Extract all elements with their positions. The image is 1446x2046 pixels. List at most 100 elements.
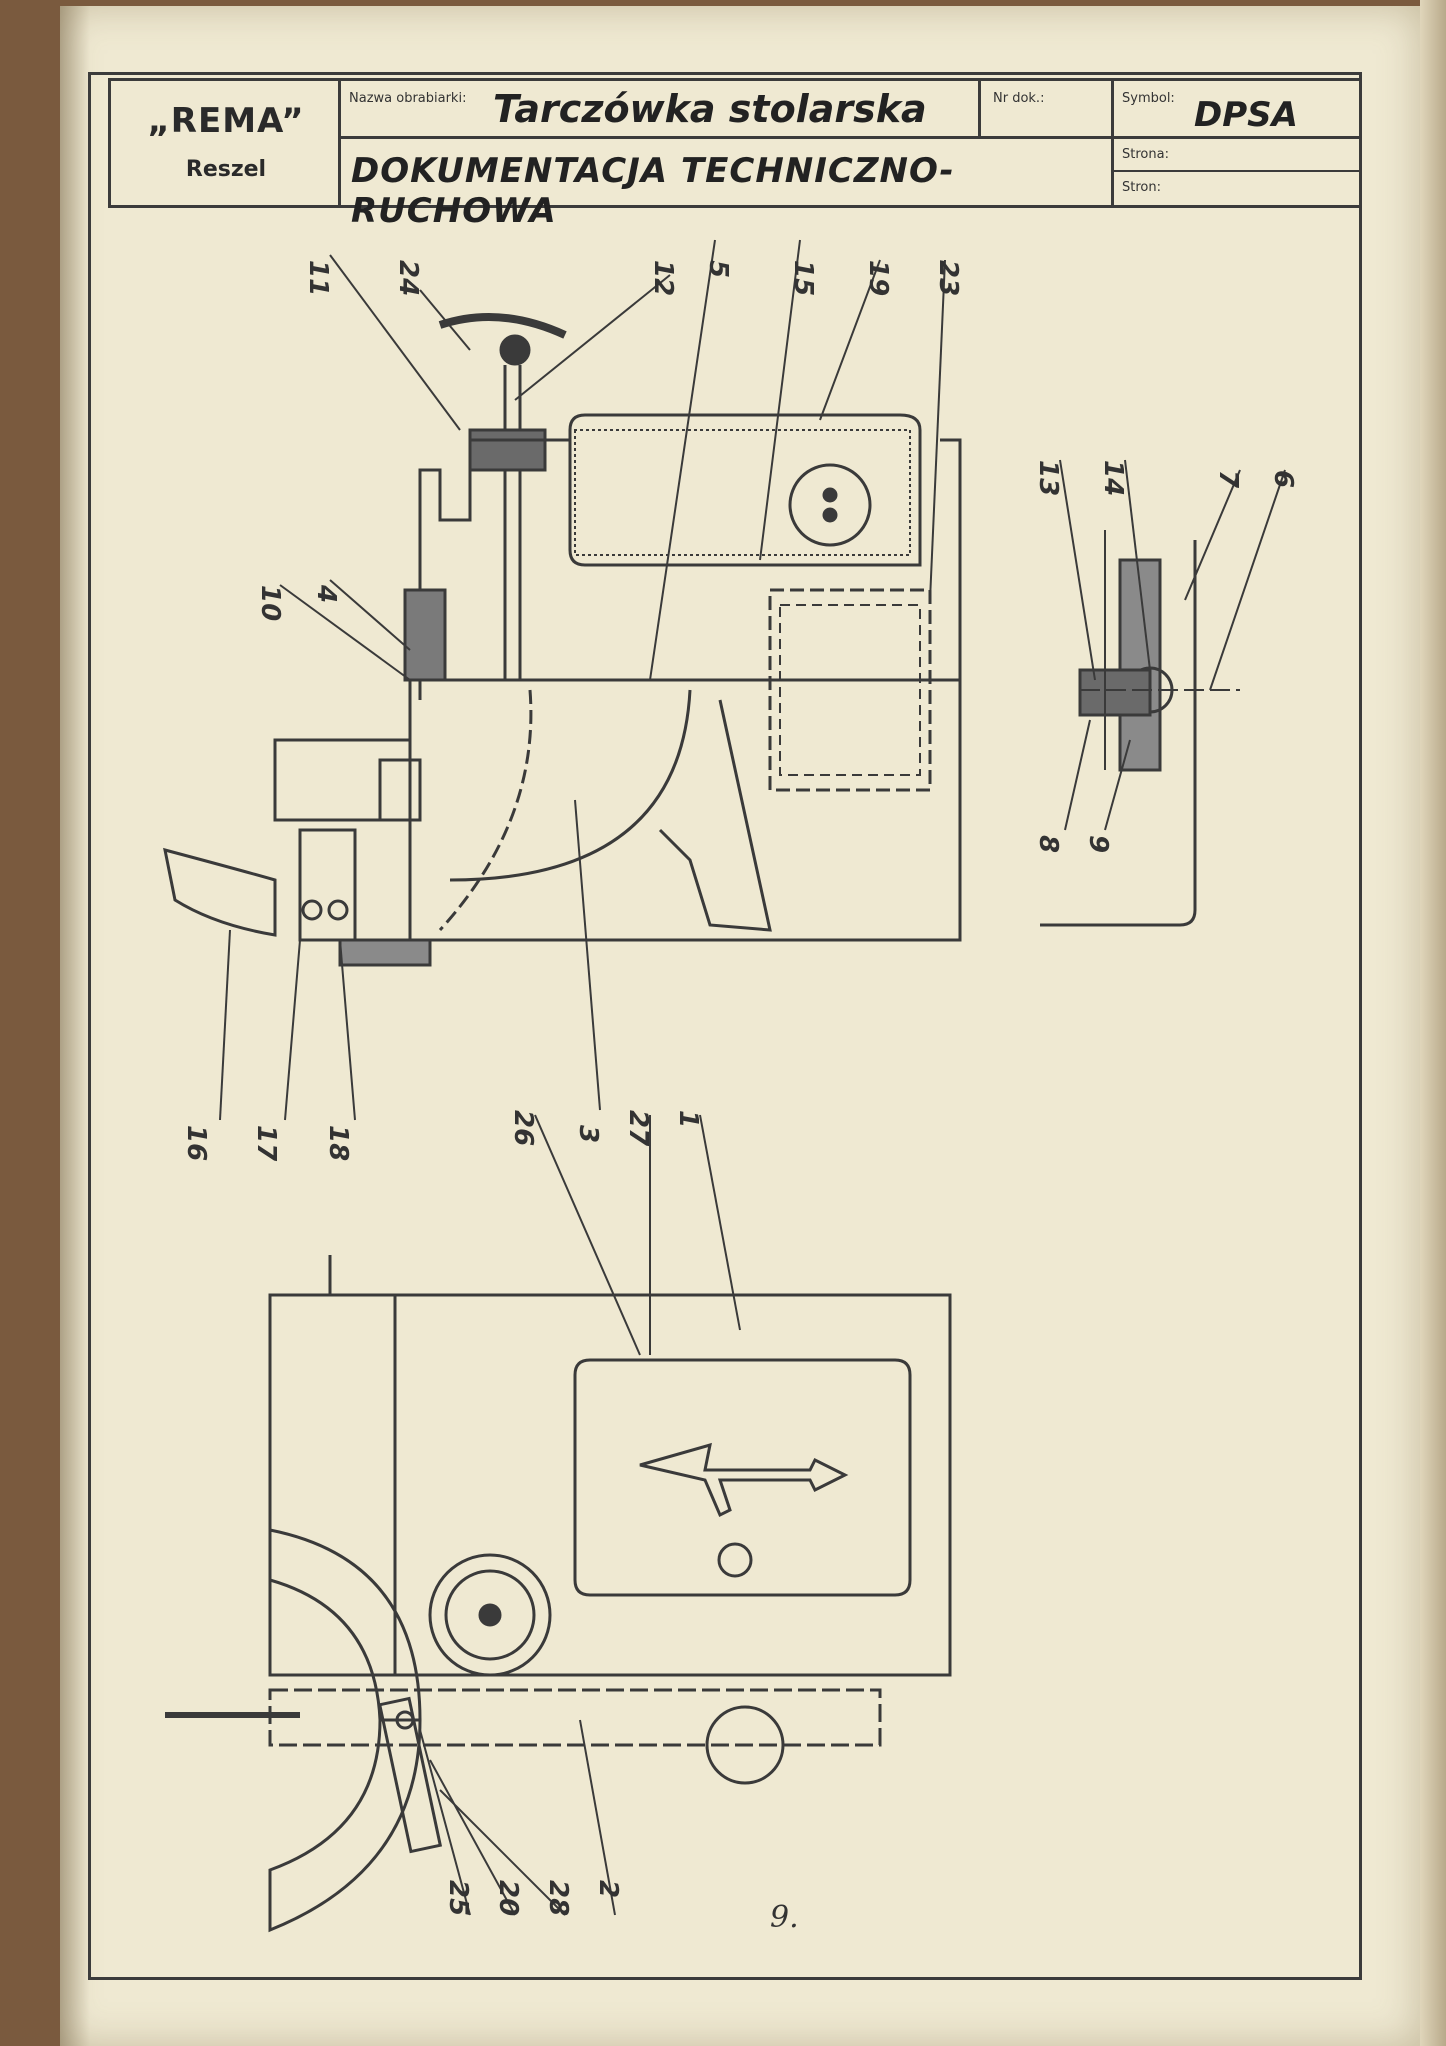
company-cell: „REMA” Reszel [111, 81, 341, 205]
column-wall [418, 438, 570, 700]
guard-arc-dashed [438, 689, 533, 932]
part-label: 11 [303, 260, 333, 296]
part-label: 13 [1033, 460, 1063, 496]
leader-28 [439, 1789, 566, 1916]
part-label: 12 [648, 260, 678, 296]
leader-16 [219, 929, 231, 1121]
fence-bolt-1 [301, 899, 323, 921]
support-plate [658, 699, 772, 932]
handwheel-front [428, 1553, 552, 1677]
machine-name-label: Nazwa obrabiarki: [349, 91, 467, 106]
machine-name-cell: Nazwa obrabiarki: Tarczówka stolarska [341, 81, 981, 139]
electrical-panel [573, 1358, 912, 1597]
motor-shaft-circle [788, 463, 872, 547]
leader-9 [1104, 739, 1131, 831]
handwheel-hub [499, 334, 531, 366]
page-cell: Strona: [1114, 139, 1359, 172]
doc-no-cell: Nr dok.: [981, 81, 1114, 139]
table-roller [705, 1705, 785, 1785]
leader-8 [1064, 719, 1091, 831]
mitre-arc [163, 847, 277, 937]
page-edge [1420, 0, 1446, 2046]
part-label: 10 [255, 585, 285, 621]
leader-6 [1209, 469, 1286, 691]
page-label: Strona: [1122, 147, 1169, 162]
fence-bolt-2 [327, 899, 349, 921]
shaft-bolt-1 [822, 487, 838, 503]
part-label: 5 [703, 260, 733, 278]
leader-4 [329, 579, 411, 651]
front-view [165, 1114, 952, 1933]
pages-label: Stron: [1122, 180, 1161, 195]
part-label: 27 [623, 1110, 653, 1147]
detail-bracket [1040, 540, 1197, 927]
detail-clamp [1078, 668, 1152, 717]
fence-rail [338, 938, 432, 967]
leader-23 [929, 259, 946, 601]
guard-arc-outer [449, 689, 692, 882]
handwheel-front-inner [444, 1569, 536, 1661]
pages-cell: Stron: [1114, 172, 1359, 205]
leader-1 [699, 1114, 741, 1331]
motor-frame-dashed [768, 588, 932, 792]
company-city: Reszel [185, 157, 267, 182]
handwheel [438, 313, 567, 339]
part-label: 17 [251, 1125, 281, 1162]
part-label: 1 [673, 1110, 703, 1128]
mitre-lever [377, 1696, 443, 1854]
part-label: 16 [181, 1125, 211, 1161]
part-label: 8 [1033, 835, 1063, 853]
leader-14 [1124, 459, 1151, 671]
binding-shadow [60, 6, 90, 2046]
cabinet-outline [268, 1293, 952, 1677]
leader-7 [1184, 469, 1241, 601]
base-right-wall [940, 438, 962, 940]
leader-5 [649, 239, 716, 681]
part-labels: 11 24 12 5 15 19 23 10 4 16 17 18 3 13 1… [181, 260, 1298, 1916]
part-label: 6 [1268, 470, 1298, 488]
doc-title: DOKUMENTACJA TECHNICZNO-RUCHOWA [351, 151, 955, 231]
side-section-view [163, 239, 962, 1121]
part-label: 18 [323, 1125, 353, 1161]
leader-26 [534, 1114, 641, 1356]
motor-housing-inner [574, 429, 911, 556]
doc-no-label: Nr dok.: [993, 91, 1045, 106]
symbol-value: DPSA [1194, 95, 1298, 135]
leader-24 [419, 289, 471, 351]
part-label: 28 [543, 1880, 573, 1916]
mitre-pivot [395, 1710, 415, 1730]
part-label: 24 [393, 260, 423, 296]
table-rail [268, 1688, 882, 1747]
part-label: 15 [788, 260, 818, 296]
spindle-bearing [468, 428, 547, 472]
shaft-bolt-2 [822, 507, 838, 523]
part-label: 25 [443, 1880, 473, 1916]
lightning-bolt-icon [639, 1442, 849, 1518]
pivot-block [403, 588, 447, 682]
symbol-cell: Symbol: DPSA [1114, 81, 1359, 139]
motor-frame-inner [779, 604, 921, 776]
leader-20 [429, 1759, 516, 1916]
part-label: 26 [508, 1110, 538, 1146]
drawing-frame [88, 72, 1362, 1980]
leader-12 [514, 274, 671, 401]
part-label: 7 [1213, 470, 1243, 489]
title-block: „REMA” Reszel Nazwa obrabiarki: Tarczówk… [108, 78, 1362, 231]
leader-10 [279, 584, 411, 681]
page-number: 9. [770, 1900, 799, 1935]
leader-19 [819, 259, 881, 421]
part-label: 4 [311, 584, 341, 603]
detail-section-view [1040, 459, 1286, 927]
fence-bracket [298, 828, 357, 942]
leader-18 [339, 939, 356, 1121]
leader-15 [759, 239, 801, 561]
motor-housing [568, 413, 922, 567]
part-label: 3 [573, 1125, 603, 1143]
machine-base-outline [408, 678, 962, 942]
handwheel-front-hub [478, 1603, 502, 1627]
machine-name: Tarczówka stolarska [493, 87, 927, 131]
part-label: 9 [1083, 835, 1113, 853]
part-label: 20 [493, 1880, 523, 1916]
detail-plate [1118, 558, 1162, 772]
